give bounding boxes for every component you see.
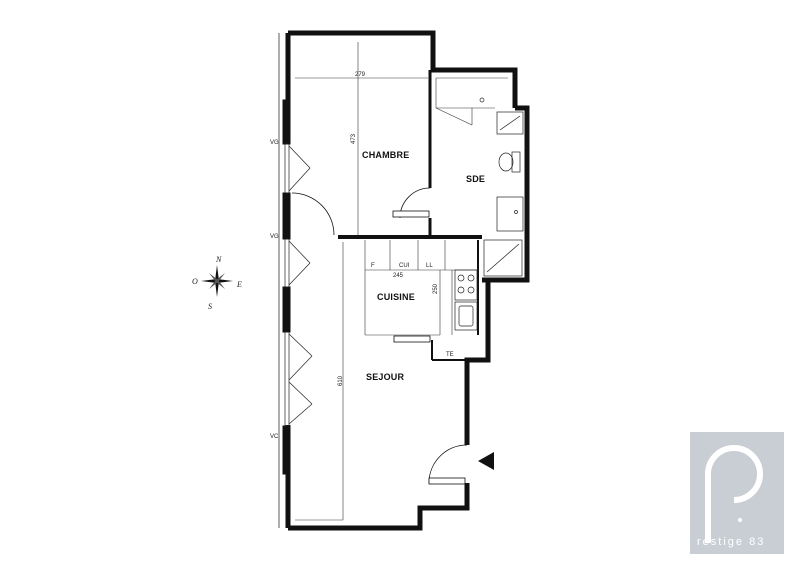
- thin-lines: [295, 42, 508, 521]
- dim-cuisine-width: 245: [393, 273, 404, 279]
- kitchen-label-ll: LL: [426, 263, 433, 269]
- logo-p-shape: [705, 445, 763, 543]
- logo-text: restige 83: [697, 536, 765, 548]
- interior-walls: [338, 70, 482, 361]
- room-label-cuisine: CUISINE: [377, 292, 415, 302]
- kitchen-sink: [454, 301, 478, 331]
- dim-chambre-width: 279: [355, 72, 366, 78]
- window-label-2: VG: [270, 234, 279, 240]
- kitchen-counter: [364, 240, 478, 336]
- kitchen-label-f: F: [371, 263, 375, 269]
- window-label-1: VG: [270, 140, 279, 146]
- room-label-chambre: CHAMBRE: [362, 150, 409, 160]
- bathroom-fixtures: [479, 97, 524, 277]
- compass-n: N: [215, 255, 222, 264]
- brand-logo: restige 83: [690, 432, 784, 554]
- windows: [284, 143, 313, 427]
- doors: [291, 187, 468, 485]
- compass-s: S: [208, 302, 212, 311]
- kitchen-hob: [454, 269, 478, 301]
- room-label-sejour: SEJOUR: [366, 372, 405, 382]
- entrance-arrow-icon: [478, 452, 494, 470]
- te-label: TE: [446, 352, 454, 358]
- dim-cuisine-depth: 250: [433, 283, 439, 294]
- dim-chambre-depth: 473: [351, 133, 357, 144]
- compass-e: E: [236, 280, 242, 289]
- window-label-3: VC: [270, 434, 279, 440]
- dim-sejour-depth: 610: [338, 375, 344, 386]
- compass-o: O: [192, 277, 198, 286]
- compass-rose-icon: [201, 265, 233, 297]
- room-label-sde: SDE: [466, 174, 485, 184]
- kitchen-label-cui: CUI: [399, 263, 410, 269]
